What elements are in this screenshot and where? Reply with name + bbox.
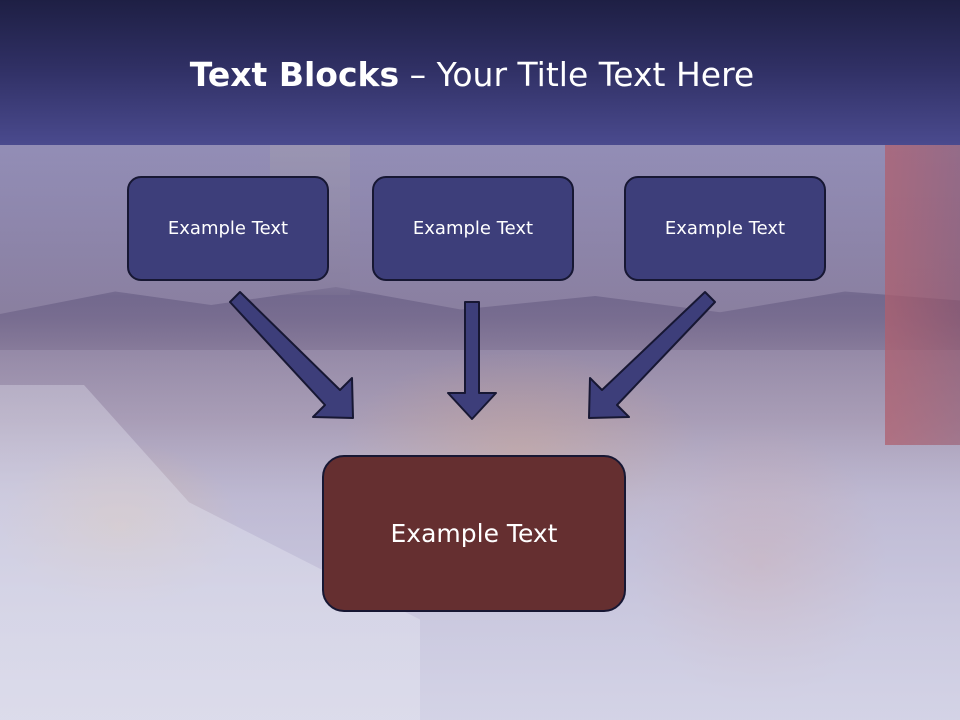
arrow-center (447, 301, 497, 420)
top-text-block-1: Example Text (127, 176, 329, 281)
arrow-left (229, 291, 354, 419)
title-band: Text Blocks – Your Title Text Here (0, 0, 960, 145)
top-text-block-2: Example Text (372, 176, 574, 281)
title-rest-part: – Your Title Text Here (399, 55, 755, 94)
slide-title: Text Blocks – Your Title Text Here (0, 52, 944, 98)
background-sculpture (885, 145, 960, 445)
arrow-right (588, 291, 716, 419)
top-text-block-1-label: Example Text (167, 218, 289, 239)
bottom-text-block-label: Example Text (390, 519, 558, 548)
top-text-block-3: Example Text (624, 176, 826, 281)
bottom-text-block: Example Text (322, 455, 626, 612)
top-text-block-2-label: Example Text (412, 218, 534, 239)
top-text-block-3-label: Example Text (664, 218, 786, 239)
title-bold-part: Text Blocks (189, 55, 400, 94)
